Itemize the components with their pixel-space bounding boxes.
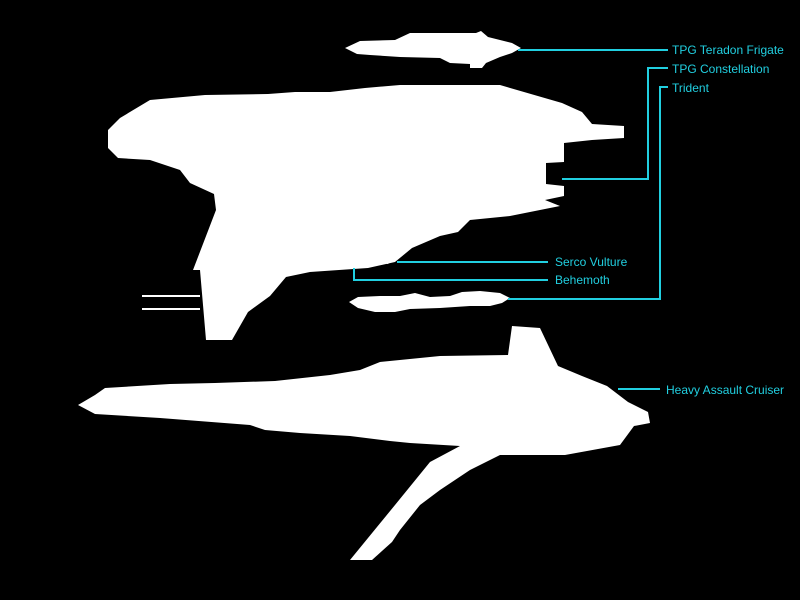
serco-vulture-silhouette [341,258,363,267]
constellation-engine-trails [142,295,200,310]
constellation-label: TPG Constellation [672,62,770,76]
trident-callout-line [508,86,668,300]
trident-silhouette [349,291,510,312]
heavy-assault-cruiser-silhouette [78,326,650,560]
constellation-silhouette [108,85,624,340]
teradon-frigate-silhouette [345,31,521,68]
behemoth-callout-line [353,268,548,281]
serco-vulture-label: Serco Vulture [555,255,628,269]
teradon-frigate-label: TPG Teradon Frigate [672,43,784,57]
constellation-callout-line [562,67,668,180]
trident-label: Trident [672,81,709,95]
heavy-assault-cruiser-label: Heavy Assault Cruiser [666,383,785,397]
callout-lines [353,49,668,390]
behemoth-label: Behemoth [555,273,610,287]
behemoth-silhouette [382,260,390,264]
